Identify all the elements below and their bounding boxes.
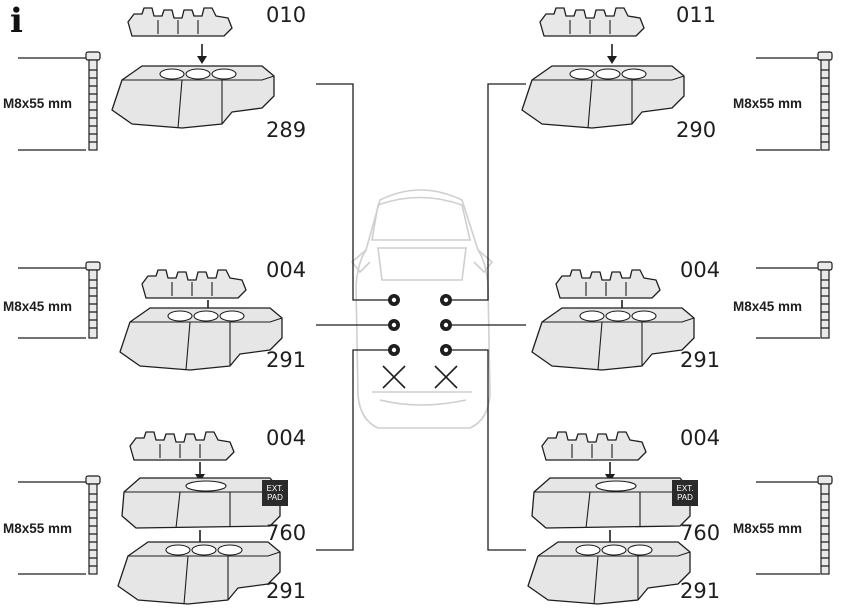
clip-004 bbox=[555, 269, 661, 299]
clip-010 bbox=[127, 7, 233, 37]
foot-290 bbox=[521, 65, 685, 129]
adapter-760 bbox=[531, 477, 691, 529]
connector-lines bbox=[316, 83, 526, 551]
ext-pad-line: PAD bbox=[267, 493, 283, 502]
foot-289 bbox=[111, 65, 275, 129]
clip-004 bbox=[141, 269, 247, 299]
info-icon: i bbox=[10, 1, 23, 41]
ext-pad-line: EXT. bbox=[266, 484, 284, 493]
mount-points bbox=[388, 294, 452, 356]
bolt-size-label: M8x55 mm bbox=[733, 96, 803, 111]
clip-004 bbox=[129, 431, 235, 461]
bolt-mid-right bbox=[756, 261, 833, 339]
bolt-size-label: M8x55 mm bbox=[733, 521, 803, 536]
foot-291 bbox=[527, 541, 691, 605]
foot-code-label: 290 bbox=[676, 118, 717, 142]
foot-code-label: 291 bbox=[680, 348, 721, 372]
bolt-top-right bbox=[756, 51, 833, 151]
foot-code-label: 291 bbox=[680, 579, 721, 603]
car-outline bbox=[350, 189, 494, 429]
cross-mark bbox=[434, 365, 458, 389]
clip-004 bbox=[541, 431, 647, 461]
ext-pad-badge: EXT. PAD bbox=[672, 480, 698, 506]
cross-mark bbox=[382, 365, 406, 389]
ext-pad-line: EXT. bbox=[676, 484, 694, 493]
down-arrow bbox=[196, 43, 208, 65]
adapter-760 bbox=[121, 477, 281, 529]
adapter-code-label: 760 bbox=[266, 521, 307, 545]
foot-code-label: 291 bbox=[266, 348, 307, 372]
ext-pad-badge: EXT. PAD bbox=[262, 480, 288, 506]
clip-code-label: 004 bbox=[266, 258, 307, 282]
adapter-code-label: 760 bbox=[680, 521, 721, 545]
bolt-size-label: M8x55 mm bbox=[3, 521, 73, 536]
mount-point bbox=[388, 344, 400, 356]
bolt-size-label: M8x45 mm bbox=[733, 299, 803, 314]
mount-point bbox=[440, 344, 452, 356]
foot-code-label: 289 bbox=[266, 118, 307, 142]
bolt-top-left bbox=[18, 51, 101, 151]
down-arrow bbox=[606, 43, 618, 65]
clip-code-label: 004 bbox=[266, 426, 307, 450]
ext-pad-line: PAD bbox=[677, 493, 693, 502]
clip-code-label: 011 bbox=[676, 3, 717, 27]
bolt-size-label: M8x55 mm bbox=[3, 96, 73, 111]
foot-code-label: 291 bbox=[266, 579, 307, 603]
clip-011 bbox=[539, 7, 645, 37]
bolt-bottom-left bbox=[18, 475, 101, 575]
foot-291 bbox=[117, 541, 281, 605]
clip-code-label: 004 bbox=[680, 426, 721, 450]
mount-point bbox=[388, 294, 400, 306]
foot-291 bbox=[531, 307, 695, 371]
foot-291 bbox=[119, 307, 283, 371]
mount-point bbox=[440, 319, 452, 331]
mount-point bbox=[388, 319, 400, 331]
clip-code-label: 004 bbox=[680, 258, 721, 282]
mount-point bbox=[440, 294, 452, 306]
bolt-bottom-right bbox=[756, 475, 833, 575]
excluded-position-marks bbox=[382, 365, 458, 389]
clip-code-label: 010 bbox=[266, 3, 307, 27]
bolt-mid-left bbox=[18, 261, 101, 339]
bolt-size-label: M8x45 mm bbox=[3, 299, 73, 314]
